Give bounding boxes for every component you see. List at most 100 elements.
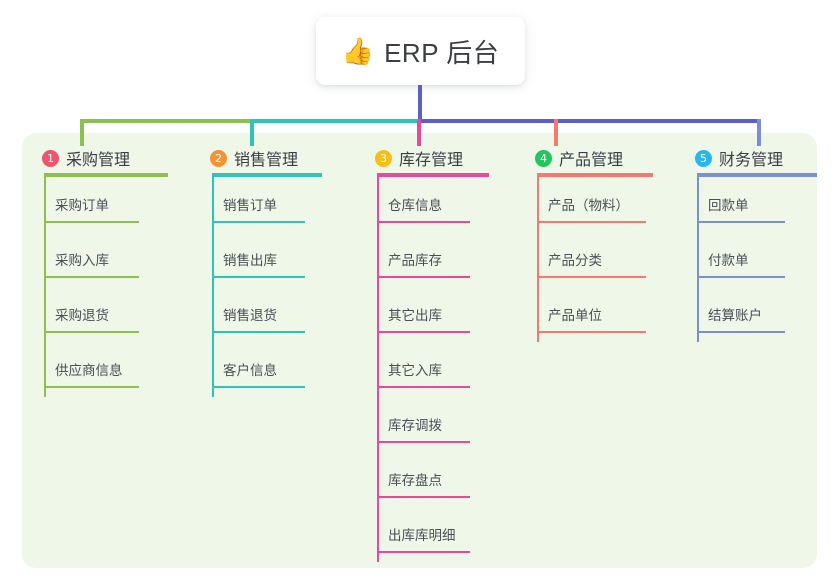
leaf-item[interactable]: 产品库存 — [355, 232, 515, 287]
leaf-item-rule — [697, 276, 785, 278]
leaf-item-rule — [44, 386, 139, 388]
branch-title: 采购管理 — [66, 152, 131, 169]
branch-spine — [44, 177, 46, 397]
leaf-item[interactable]: 仓库信息 — [355, 177, 515, 232]
diagram-panel — [22, 133, 817, 568]
branch-header-1[interactable]: 1 采购管理 — [22, 143, 190, 173]
leaf-item-label: 采购退货 — [55, 308, 109, 323]
leaf-item[interactable]: 销售订单 — [190, 177, 355, 232]
leaf-item[interactable]: 结算账户 — [675, 287, 817, 342]
leaf-item-label: 客户信息 — [223, 363, 277, 378]
leaf-item-rule — [44, 221, 139, 223]
branch-column-1: 1 采购管理采购订单采购入库采购退货供应商信息 — [22, 143, 190, 397]
leaf-item[interactable]: 客户信息 — [190, 342, 355, 397]
connector-stub-4 — [554, 119, 558, 146]
leaf-item[interactable]: 回款单 — [675, 177, 817, 232]
leaf-item-label: 产品库存 — [388, 253, 442, 268]
leaf-item-label: 出库库明细 — [388, 528, 456, 543]
leaf-item-rule — [212, 386, 305, 388]
connector-bar-segment-2 — [250, 119, 422, 123]
branch-title: 销售管理 — [234, 152, 299, 169]
leaf-item-label: 销售出库 — [223, 253, 277, 268]
branch-column-5: 5 财务管理回款单付款单结算账户 — [675, 143, 817, 342]
leaf-item-label: 回款单 — [708, 198, 749, 213]
leaf-item-rule — [537, 221, 646, 223]
branch-item-list: 回款单付款单结算账户 — [675, 177, 817, 342]
leaf-item-rule — [377, 496, 470, 498]
leaf-item-rule — [377, 221, 470, 223]
leaf-item[interactable]: 出库库明细 — [355, 507, 515, 562]
leaf-item[interactable]: 产品分类 — [515, 232, 675, 287]
leaf-item[interactable]: 采购退货 — [22, 287, 190, 342]
leaf-item-label: 库存调拨 — [388, 418, 442, 433]
branch-spine — [377, 177, 379, 562]
branch-spine — [537, 177, 539, 342]
leaf-item-rule — [212, 331, 305, 333]
leaf-item[interactable]: 其它入库 — [355, 342, 515, 397]
leaf-item-label: 产品（物料） — [548, 198, 629, 213]
leaf-item-rule — [44, 276, 139, 278]
leaf-item-label: 结算账户 — [708, 308, 762, 323]
leaf-item-rule — [377, 441, 470, 443]
leaf-item[interactable]: 采购入库 — [22, 232, 190, 287]
branch-item-list: 销售订单销售出库销售退货客户信息 — [190, 177, 355, 397]
leaf-item-label: 仓库信息 — [388, 198, 442, 213]
leaf-item[interactable]: 供应商信息 — [22, 342, 190, 397]
leaf-item-rule — [377, 331, 470, 333]
connector-bar-segment-1 — [80, 119, 252, 123]
leaf-item[interactable]: 库存盘点 — [355, 452, 515, 507]
leaf-item-label: 产品单位 — [548, 308, 602, 323]
leaf-item-rule — [537, 276, 646, 278]
leaf-item[interactable]: 产品（物料） — [515, 177, 675, 232]
branch-number-badge: 3 — [375, 149, 392, 167]
leaf-item-rule — [44, 331, 139, 333]
branch-number-badge: 1 — [42, 149, 59, 167]
leaf-item-rule — [537, 331, 646, 333]
leaf-item-rule — [377, 386, 470, 388]
leaf-item[interactable]: 销售出库 — [190, 232, 355, 287]
branch-header-rule — [44, 173, 168, 177]
branch-spine — [697, 177, 699, 342]
leaf-item-label: 销售退货 — [223, 308, 277, 323]
leaf-item[interactable]: 产品单位 — [515, 287, 675, 342]
branch-header-rule — [697, 173, 817, 177]
branch-header-rule — [212, 173, 322, 177]
branch-number-badge: 4 — [535, 149, 552, 167]
branch-title: 财务管理 — [719, 152, 784, 169]
leaf-item-label: 采购入库 — [55, 253, 109, 268]
connector-bar-segment-3 — [418, 119, 760, 123]
branch-spine — [212, 177, 214, 397]
branch-title: 库存管理 — [399, 152, 464, 169]
branch-header-3[interactable]: 3 库存管理 — [355, 143, 515, 173]
leaf-item-label: 库存盘点 — [388, 473, 442, 488]
branch-number-badge: 5 — [695, 149, 712, 167]
leaf-item-label: 采购订单 — [55, 198, 109, 213]
branch-header-rule — [377, 173, 489, 177]
leaf-item[interactable]: 采购订单 — [22, 177, 190, 232]
leaf-item-rule — [377, 276, 470, 278]
branch-column-3: 3 库存管理仓库信息产品库存其它出库其它入库库存调拨库存盘点出库库明细 — [355, 143, 515, 562]
branch-item-list: 产品（物料） 产品分类产品单位 — [515, 177, 675, 342]
connector-stub-3 — [417, 119, 421, 146]
connector-stub-5 — [757, 119, 761, 146]
leaf-item-label: 销售订单 — [223, 198, 277, 213]
leaf-item[interactable]: 付款单 — [675, 232, 817, 287]
branch-header-5[interactable]: 5 财务管理 — [675, 143, 817, 173]
leaf-item-rule — [697, 331, 785, 333]
thumbs-up-icon: 👍 — [341, 36, 375, 66]
leaf-item[interactable]: 库存调拨 — [355, 397, 515, 452]
leaf-item[interactable]: 销售退货 — [190, 287, 355, 342]
leaf-item-label: 其它出库 — [388, 308, 442, 323]
branch-item-list: 采购订单采购入库采购退货供应商信息 — [22, 177, 190, 397]
leaf-item-rule — [377, 551, 470, 553]
branch-item-list: 仓库信息产品库存其它出库其它入库库存调拨库存盘点出库库明细 — [355, 177, 515, 562]
leaf-item[interactable]: 其它出库 — [355, 287, 515, 342]
connector-stub-1 — [80, 119, 84, 146]
root-node[interactable]: 👍 ERP 后台 — [316, 17, 525, 85]
leaf-item-label: 其它入库 — [388, 363, 442, 378]
